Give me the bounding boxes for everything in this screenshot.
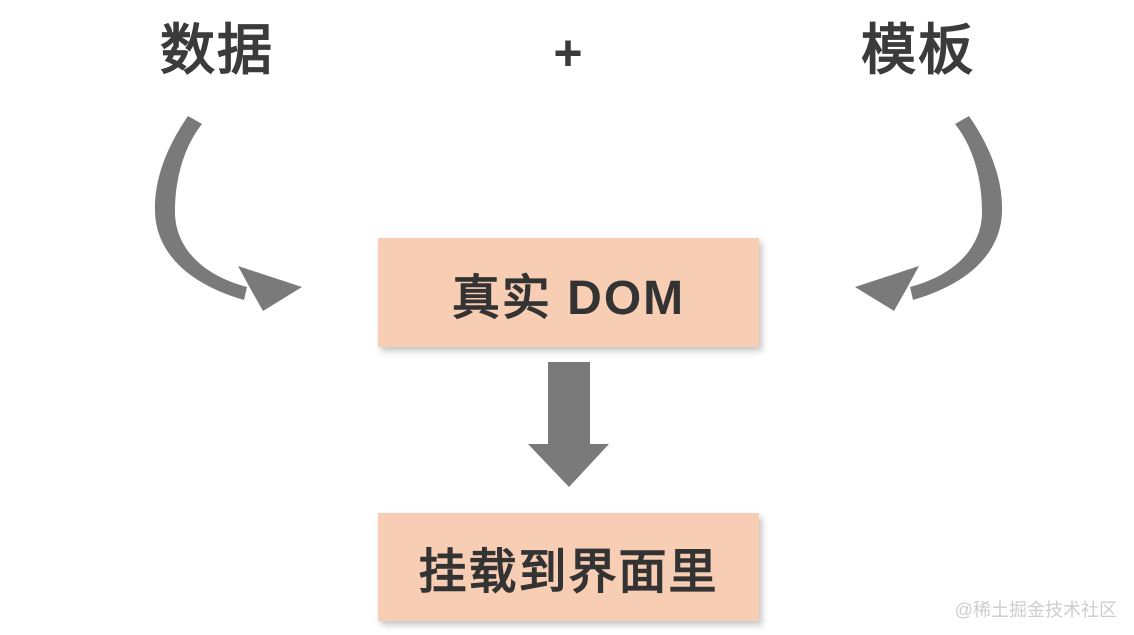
mount-box: 挂载到界面里 — [378, 513, 759, 621]
template-label: 模板 — [860, 19, 975, 81]
right-curved-arrow-icon — [855, 116, 1003, 311]
data-label: 数据 — [159, 19, 274, 81]
real-dom-box: 真实 DOM — [378, 238, 759, 347]
mount-label: 挂载到界面里 — [418, 546, 719, 599]
down-block-arrow-icon — [528, 362, 609, 487]
left-curved-arrow-icon — [154, 116, 302, 311]
plus-operator: + — [553, 25, 583, 81]
real-dom-label: 真实 DOM — [451, 271, 686, 325]
watermark: @稀土掘金技术社区 — [954, 600, 1117, 620]
